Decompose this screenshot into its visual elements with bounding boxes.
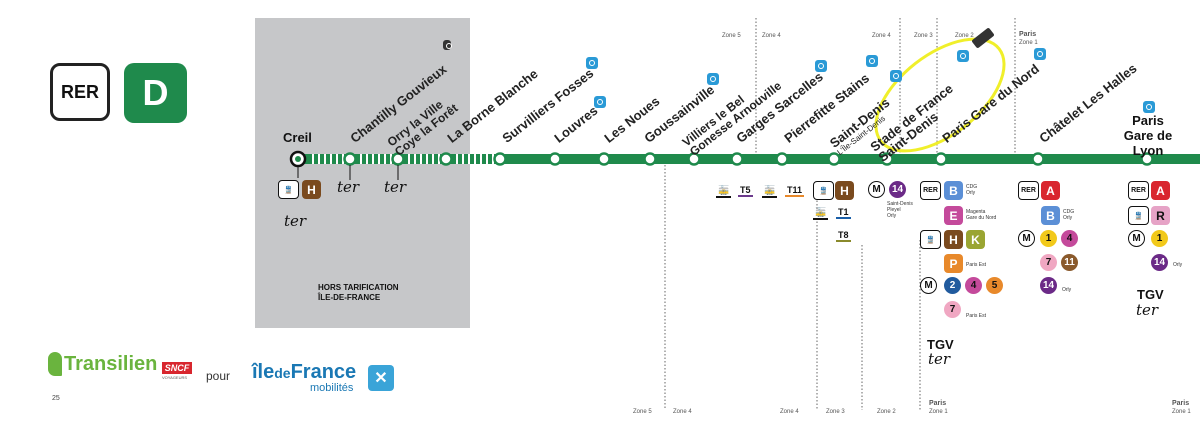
sncf-sub: VOYAGEURS <box>162 375 188 380</box>
zone-label: Zone 5 <box>722 33 741 39</box>
accessibility-icon <box>594 96 606 108</box>
metro-4-badge: 4 <box>965 277 982 294</box>
destination-note: Paris Est <box>966 313 987 319</box>
zone-label: Zone 1 <box>1019 40 1038 46</box>
accessibility-icon <box>866 55 878 67</box>
metro-14-badge: 14 <box>1040 277 1057 294</box>
line-k-badge: K <box>966 230 985 249</box>
tram-t1-badge: T1 <box>836 207 851 219</box>
sncf-logo: SNCF <box>162 362 192 374</box>
zone-label: Paris <box>1172 400 1190 407</box>
station-creil[interactable]: Creil <box>283 130 312 145</box>
accessibility-icon <box>815 60 827 72</box>
transilien-logo: Transilien <box>48 352 157 376</box>
metro-2-badge: 2 <box>944 277 961 294</box>
tram-icon: 🚋 <box>813 207 829 220</box>
metro-11-badge: 11 <box>1061 254 1078 271</box>
destination-note: CDG Orly <box>1063 209 1075 221</box>
train-icon: 🚆 <box>813 181 834 200</box>
metro-4-badge: 4 <box>1061 230 1078 247</box>
zone-label: Zone 1 <box>1172 409 1191 415</box>
train-icon: 🚆 <box>278 180 299 199</box>
ter-logo: ter <box>928 350 951 368</box>
tgv-label: TGV <box>927 337 954 352</box>
destination-note: CDG Orly <box>966 184 978 196</box>
train-icon: 🚆 <box>1128 206 1149 225</box>
pour-label: pour <box>206 369 231 383</box>
accessibility-icon <box>1034 48 1046 60</box>
zone-label: Zone 3 <box>914 33 933 39</box>
rer-icon: RER <box>1128 181 1149 200</box>
line-h-badge: H <box>302 180 321 199</box>
metro-5-badge: 5 <box>986 277 1003 294</box>
zone-label: Paris <box>929 400 947 407</box>
metro-7-badge: 7 <box>1040 254 1057 271</box>
metro-14-badge: 14 <box>1151 254 1168 271</box>
accessibility-icon <box>957 50 969 62</box>
metro-icon: M <box>1018 230 1035 247</box>
metro-7-badge: 7 <box>944 301 961 318</box>
zone-label: Zone 2 <box>877 409 896 415</box>
hors-tarification-label: HORS TARIFICATION ÎLE-DE-FRANCE <box>318 283 399 302</box>
rer-a-badge: A <box>1151 181 1170 200</box>
metro-1-badge: 1 <box>1040 230 1057 247</box>
idfm-logo: île de France <box>252 361 357 383</box>
train-icon: 🚆 <box>920 230 941 249</box>
zone-label: Zone 1 <box>929 409 948 415</box>
destination-note: Orly <box>1173 262 1183 268</box>
line-h-badge: H <box>944 230 963 249</box>
line-h-badge: H <box>835 181 854 200</box>
metro-1-badge: 1 <box>1151 230 1168 247</box>
zone-label: Paris <box>1019 31 1037 38</box>
idfm-person-icon: ✕ <box>368 365 394 391</box>
leaf-icon <box>48 352 62 376</box>
accessibility-icon <box>586 57 598 69</box>
building-icon <box>443 40 452 50</box>
rer-icon: RER <box>1018 181 1039 200</box>
zone-label: Zone 2 <box>955 33 974 39</box>
tram-t5-badge: T5 <box>738 185 753 197</box>
tram-t8-badge: T8 <box>836 230 851 242</box>
hors-tarification-zone <box>255 18 470 328</box>
zone-label: Zone 4 <box>872 33 891 39</box>
destination-note: Magenta Gare du Nord <box>966 209 997 221</box>
ter-logo: ter <box>384 178 407 196</box>
destination-note: Saint-Denis Pleyel Orly <box>887 201 913 219</box>
rer-b-badge: B <box>944 181 963 200</box>
metro-icon: M <box>920 277 937 294</box>
tgv-label: TGV <box>1137 287 1164 302</box>
zone-label: Zone 4 <box>762 33 781 39</box>
rer-b-badge: B <box>1041 206 1060 225</box>
line-p-badge: P <box>944 254 963 273</box>
zone-label: Zone 4 <box>780 409 799 415</box>
rer-e-badge: E <box>944 206 963 225</box>
zone-label: Zone 3 <box>826 409 845 415</box>
page-number: 25 <box>52 395 60 402</box>
metro-14-badge: 14 <box>889 181 906 198</box>
ter-logo: ter <box>1136 301 1159 319</box>
metro-icon: M <box>868 181 885 198</box>
idfm-mobilites: mobilités <box>310 382 354 394</box>
rer-a-badge: A <box>1041 181 1060 200</box>
tram-icon: 🚋 <box>762 185 778 198</box>
rer-icon: RER <box>920 181 941 200</box>
line-d-logo: D <box>124 63 187 123</box>
ter-logo: ter <box>337 178 360 196</box>
accessibility-icon <box>1143 101 1155 113</box>
destination-note: Paris Est <box>966 262 987 268</box>
ter-logo: ter <box>284 212 307 230</box>
tram-icon: 🚋 <box>716 185 732 198</box>
rer-logo: RER <box>50 63 110 121</box>
line-r-badge: R <box>1151 206 1170 225</box>
accessibility-icon <box>890 70 902 82</box>
tram-t11-badge: T11 <box>785 185 805 197</box>
destination-note: Orly <box>1062 287 1072 293</box>
metro-icon: M <box>1128 230 1145 247</box>
accessibility-icon <box>707 73 719 85</box>
zone-label: Zone 4 <box>673 409 692 415</box>
zone-label: Zone 5 <box>633 409 652 415</box>
